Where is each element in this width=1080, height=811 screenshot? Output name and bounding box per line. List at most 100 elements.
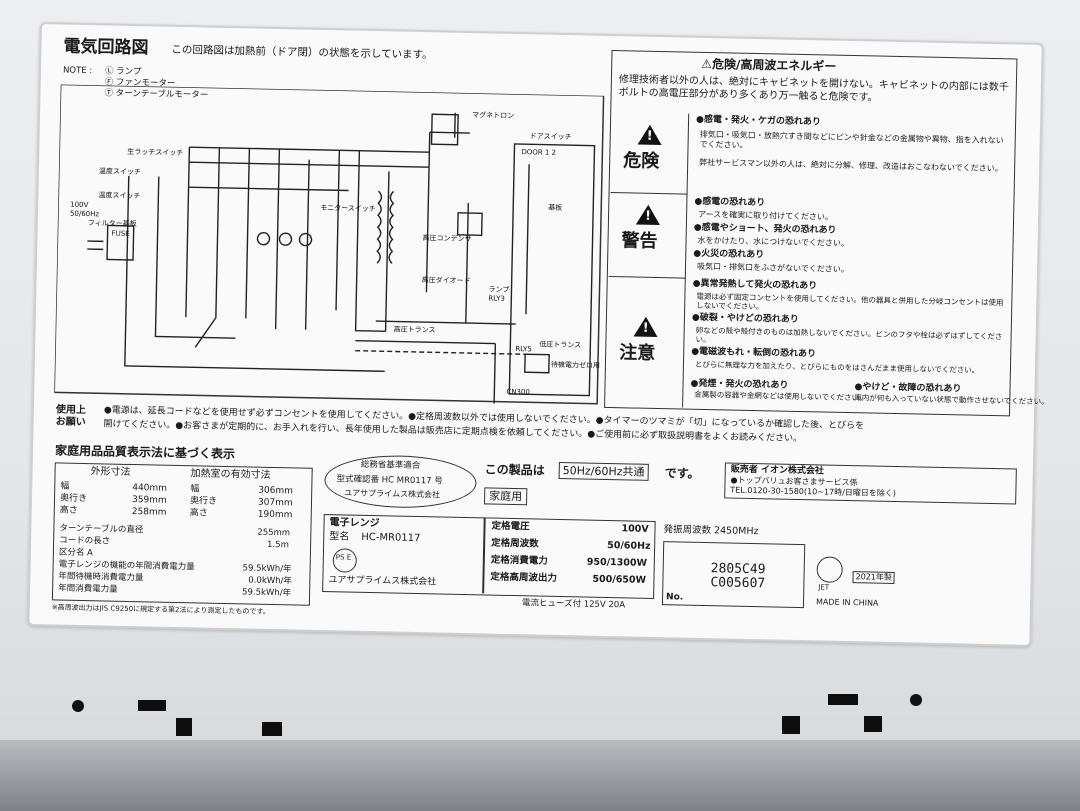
spec-value: 59.5kWh/年 [241,587,292,599]
circuit-label: RLY3 [488,294,505,302]
household-badge: 家庭用 [483,487,528,506]
warning-triangle-icon [637,124,662,146]
circuit-label: 高圧コンデンサ [422,233,471,243]
vent-slot [262,722,282,736]
vent-slot [828,694,858,705]
caution-heading: ●感電の恐れあり [694,196,766,209]
dim-value: 306mm [258,485,294,497]
circuit-label: FUSE [112,230,130,238]
circuit-label: 50/60Hz [70,210,100,219]
legend-prefix: NOTE : [62,65,93,77]
rating-value: 950/1300W [586,556,648,569]
product-name: 電子レンジ [329,517,380,530]
dim-key: 高さ [189,508,208,519]
freq-prefix: この製品は [484,462,545,478]
serial-number: 2805C49 [710,561,766,578]
circuit-label: フィルター基板 [88,218,137,228]
warning-triangle-icon [635,204,661,226]
rating-value: 100V [621,523,649,535]
spec-key: 年間待機時消費電力量 [58,571,144,584]
serial-number: C005607 [710,575,766,592]
caution-heading: ●火災の恐れあり [693,248,765,261]
rating-key: 定格周波数 [491,537,539,550]
circuit-title: 電気回路図 [63,36,149,59]
notice-cell: 注意 [606,275,686,408]
chassis-bottom-strip [0,740,1080,811]
circuit-label: 生ラッチスイッチ [127,147,183,157]
quality-footnote: ※高周波出力はJIS C9250に規定する第2法により測定したものです。 [51,603,270,616]
circuit-label: 高圧ダイオード [422,275,471,285]
dim-key: 幅 [60,481,70,492]
rating-value: 500/650W [592,573,647,586]
rating-key: 定格高周波出力 [490,571,558,584]
spec-key: 区分名 A [58,547,94,559]
danger-label: 危険 [623,150,660,172]
spec-key: ターンテーブルの直径 [59,523,144,536]
dim-key: 高さ [59,505,78,516]
circuit-label: ランプ [488,285,509,293]
quality-col-header: 外形寸法 [90,466,131,478]
rating-value: 50/60Hz [607,539,651,552]
screw-hole [910,694,922,706]
circuit-label: DOOR 1 2 [521,148,556,157]
circuit-label: 基板 [548,203,562,212]
oscillation-frequency: 発振周波数 2450MHz [663,524,759,538]
oval-text: 型式確認番 HC MR0117 号 [336,474,443,487]
warning-triangle-icon [633,316,658,338]
circuit-label: マグネトロン [472,110,514,120]
jet-mark-icon [816,556,843,583]
quality-title: 家庭用品品質表示法に基づく表示 [54,443,236,462]
circuit-label: 低圧トランス [539,340,581,350]
legend-item: Ⓛ ランプ [104,66,142,78]
dim-key: 奥行き [59,493,88,505]
dim-value: 359mm [131,495,167,506]
circuit-label: 温度スイッチ [99,166,141,176]
oval-text: 総務省基準適合 [360,459,421,472]
spec-value: 1.5m [266,539,290,551]
dim-value: 258mm [131,507,167,518]
caution-cell: 警告 [608,191,688,279]
freq-box: 50Hz/60Hz共通 [558,461,649,481]
circuit-diagram: 生ラッチスイッチ 温度スイッチ 100V 50/60Hz フィルター基板 FUS… [54,84,606,405]
dim-value: 190mm [257,509,293,521]
spec-key: 年間消費電力量 [58,583,118,595]
dim-value: 440mm [132,483,168,494]
quality-col-header: 加熱室の有効寸法 [190,468,271,481]
dim-key: 奥行き [189,496,218,507]
danger-cell: 危険 [610,112,690,195]
screw-hole [72,700,84,712]
freq-suffix: です。 [664,466,700,481]
circuit-label: 高圧トランス [394,324,436,334]
circuit-label: 待機電力ゼロ用リレー [551,360,606,370]
circuit-label: 温度スイッチ [98,190,140,200]
rating-key: 定格消費電力 [490,554,548,567]
vent-slot [864,716,882,732]
spec-value: 255mm [257,527,291,539]
country-of-origin: MADE IN CHINA [815,597,879,608]
circuit-label: モニタースイッチ [320,203,376,213]
rating-key: 定格電圧 [491,520,530,533]
circuit-label: RLY5 [515,345,532,353]
manufacture-year: 2021年製 [852,571,896,585]
circuit-label: ドアスイッチ [530,132,572,141]
vent-slot [138,700,166,711]
circuit-note: この回路図は加熱前（ドア閉）の状態を示しています。 [171,43,433,62]
warning-header: ⚠危険/高周波エネルギー [701,56,837,74]
specification-label: 電気回路図 この回路図は加熱前（ドア閉）の状態を示しています。 NOTE : Ⓛ… [27,22,1049,647]
caution-label: 警告 [621,230,658,252]
model-number: HC-MR0117 [361,531,421,545]
spec-key: コードの長さ [59,535,111,547]
fuse-rating: 電流ヒューズ付 125V 20A [521,598,626,611]
jet-text: JET [818,583,830,592]
notice-label: 注意 [618,342,656,364]
vent-slot [176,718,192,736]
model-label: 型名 [329,531,350,543]
circuit-label: 100V [70,201,89,209]
no-label: No. [665,592,684,603]
circuit-label: CN300 [506,388,530,396]
dim-key: 幅 [190,484,200,495]
vent-slot [782,716,800,734]
dim-value: 307mm [257,497,293,509]
usage-label: 使用上 お願い [55,404,86,429]
spec-value: 59.5kWh/年 [242,563,292,575]
